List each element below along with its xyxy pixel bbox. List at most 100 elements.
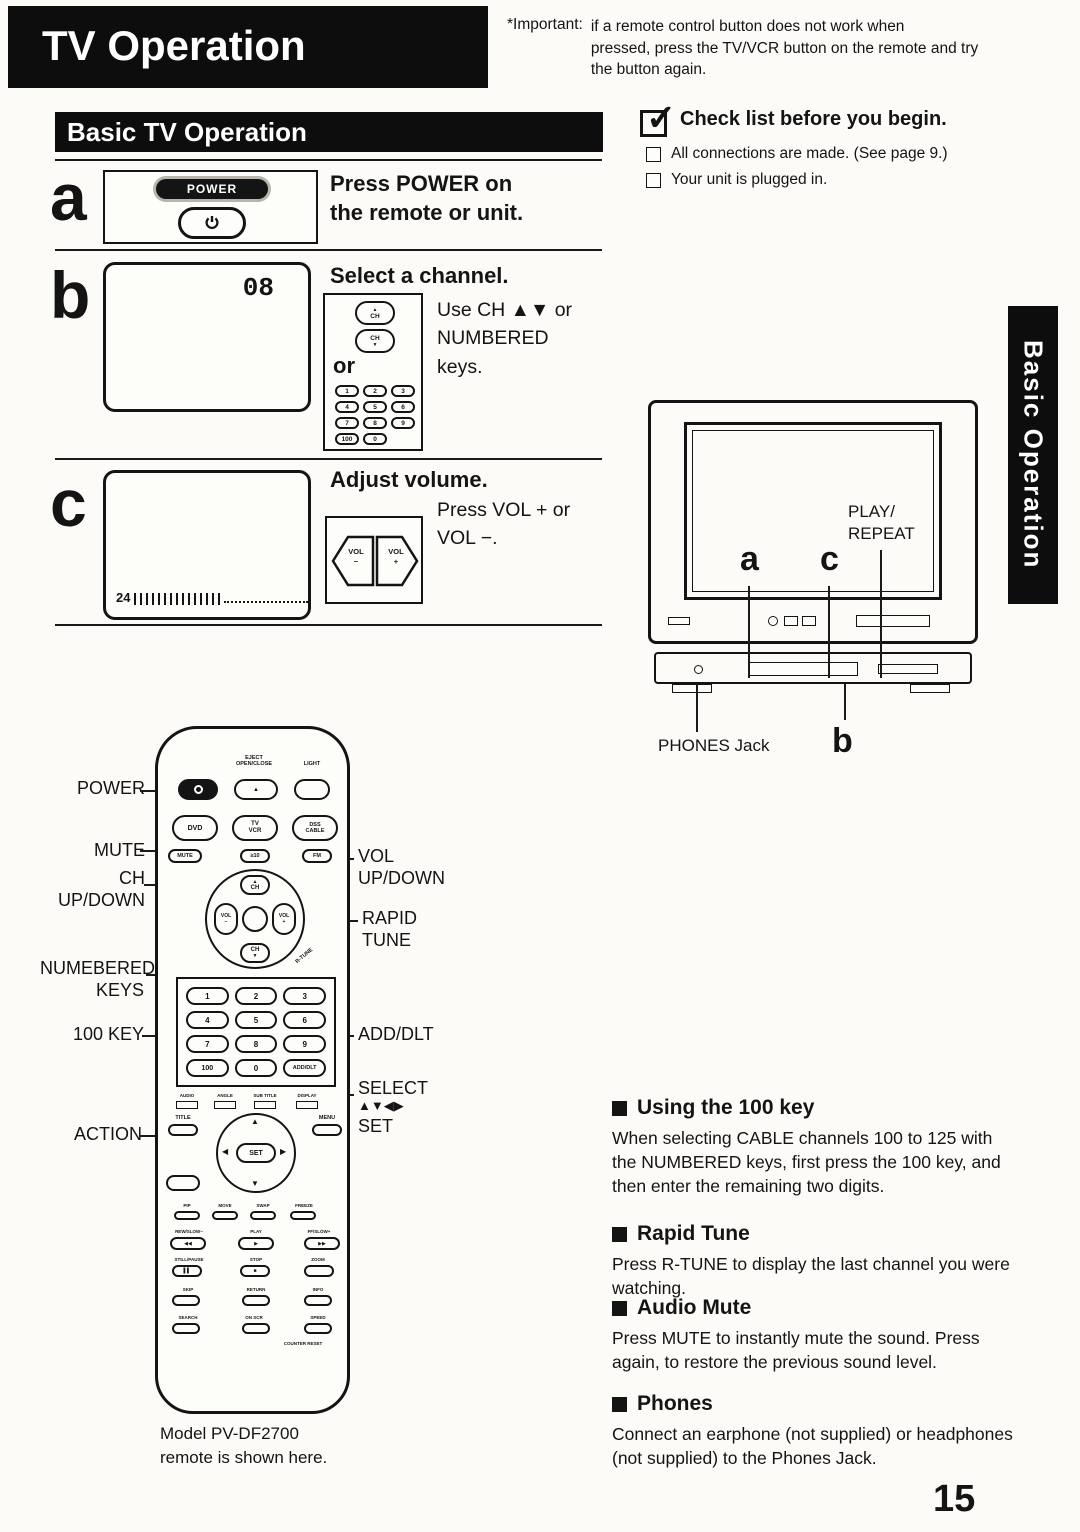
info-section-title: Audio Mute bbox=[637, 1296, 752, 1319]
remote-dvd-key: DVD bbox=[172, 815, 218, 841]
rewind-icon bbox=[184, 1241, 192, 1247]
info-key bbox=[304, 1295, 332, 1306]
remote-light-key bbox=[294, 779, 330, 800]
info-key-label: INFO bbox=[312, 1287, 324, 1292]
section-bar-basic-tv-operation: Basic TV Operation bbox=[55, 112, 603, 152]
section-bullet-icon bbox=[612, 1396, 627, 1412]
divider bbox=[55, 624, 602, 626]
tv-screen-inner bbox=[692, 430, 934, 592]
tv-foot bbox=[672, 684, 712, 693]
pip-key-label: PIP bbox=[183, 1203, 191, 1208]
info-section-using-100-key: Using the 100 key When selecting CABLE c… bbox=[612, 1096, 1014, 1198]
down-arrow-icon bbox=[251, 1179, 259, 1188]
right-arrow-icon bbox=[280, 1147, 286, 1156]
volume-bar-icon bbox=[134, 593, 221, 605]
channel-number: 08 bbox=[242, 273, 274, 303]
remote-callout-vol-updown: VOL UP/DOWN bbox=[358, 846, 445, 888]
info-section-title: Phones bbox=[637, 1392, 713, 1415]
side-tab-basic-operation: Basic Operation bbox=[1008, 306, 1058, 604]
checkbox-empty-icon bbox=[646, 146, 661, 162]
fast-forward-icon bbox=[318, 1241, 326, 1247]
info-section-body: Press MUTE to instantly mute the sound. … bbox=[612, 1328, 980, 1373]
page-number: 15 bbox=[933, 1478, 976, 1520]
remote-eject-key bbox=[234, 779, 278, 800]
info-section-body: Press R-TUNE to display the last channel… bbox=[612, 1254, 1010, 1299]
tv-screen-channel: 08 bbox=[103, 262, 311, 412]
deck-door bbox=[748, 662, 858, 676]
stop-icon bbox=[253, 1268, 256, 1274]
tv-callout-c: c bbox=[814, 540, 845, 579]
checklist-item-label: Your unit is plugged in. bbox=[671, 171, 828, 188]
checklist-item: All connections are made. (See page 9.) bbox=[646, 145, 1050, 163]
speed-key-label: SPEED bbox=[310, 1315, 326, 1320]
important-note: *Important: if a remote control button d… bbox=[507, 16, 1067, 81]
check-mark-icon bbox=[646, 97, 676, 139]
number-key: 100 bbox=[335, 433, 359, 445]
checklist: Check list before you begin. All connect… bbox=[640, 108, 1050, 189]
number-key: 2 bbox=[363, 385, 387, 397]
angle-key-label: ANGLE bbox=[217, 1093, 233, 1098]
number-key: 8 bbox=[363, 417, 387, 429]
still-pause-key bbox=[172, 1265, 202, 1277]
checklist-item: Your unit is plugged in. bbox=[646, 171, 1050, 189]
power-button-graphic: POWER bbox=[103, 170, 318, 244]
zoom-key bbox=[304, 1265, 334, 1277]
ch-up-key: CH bbox=[355, 301, 395, 325]
step-c-body: Press VOL + or VOL −. bbox=[437, 499, 571, 550]
digit-key: 6 bbox=[283, 1011, 326, 1029]
volume-keys-graphic: VOL − VOL + bbox=[325, 516, 423, 604]
remote-dpad bbox=[205, 869, 305, 969]
set-key: SET bbox=[236, 1143, 276, 1163]
down-arrow-icon bbox=[253, 953, 258, 959]
info-section-rapid-tune: Rapid Tune Press R-TUNE to display the l… bbox=[612, 1222, 1014, 1300]
speed-key bbox=[304, 1323, 332, 1334]
step-a-letter: a bbox=[50, 160, 87, 234]
remote-power-key bbox=[178, 779, 218, 800]
or-label: or bbox=[333, 353, 355, 378]
info-section-body: When selecting CABLE channels 100 to 125… bbox=[612, 1128, 1001, 1197]
section-bullet-icon bbox=[612, 1300, 627, 1316]
callout-line bbox=[828, 586, 830, 678]
digit-key: 1 bbox=[186, 987, 229, 1005]
rew-key bbox=[170, 1237, 206, 1250]
step-c-letter: c bbox=[50, 466, 87, 540]
remote-callout-ch-updown: CH UP/DOWN bbox=[58, 868, 145, 910]
ch-label: CH bbox=[370, 334, 380, 342]
info-section-header: Phones bbox=[612, 1392, 1014, 1416]
number-key: 0 bbox=[363, 433, 387, 445]
down-arrow-icon bbox=[373, 342, 378, 348]
still-pause-key-label: STILL/PAUSE bbox=[174, 1257, 204, 1262]
remote-callout-select-arrows: ▲▼◀▶ bbox=[358, 1098, 404, 1113]
step-b-letter: b bbox=[50, 258, 91, 332]
pause-icon bbox=[183, 1268, 190, 1274]
remote-callout-100-key: 100 KEY bbox=[72, 1024, 144, 1044]
skip-key bbox=[172, 1295, 200, 1306]
counter-reset-label: COUNTER RESET bbox=[283, 1341, 323, 1346]
checklist-heading: Check list before you begin. bbox=[680, 108, 947, 130]
number-key: 4 bbox=[335, 401, 359, 413]
volume-osd: 24 bbox=[116, 590, 309, 605]
remote-diagram: POWER MUTE CH UP/DOWN NUMEBERED KEYS 100… bbox=[40, 726, 480, 1486]
channel-keys-graphic: CH CH or 1 2 3 4 5 6 7 8 9 100 0 bbox=[323, 293, 423, 451]
search-key-label: SEARCH bbox=[178, 1315, 198, 1320]
digit-key: 2 bbox=[234, 987, 278, 1005]
remote-number-pad: 1 2 3 4 5 6 7 8 9 100 0 ADD/DLT bbox=[176, 977, 336, 1087]
info-section-body: Connect an earphone (not supplied) or he… bbox=[612, 1424, 1013, 1469]
angle-key bbox=[214, 1101, 236, 1109]
tv-diagram: PLAY/ REPEAT a c b PHONES Jack bbox=[648, 400, 982, 792]
ch-down-key: CH bbox=[355, 329, 395, 353]
left-arrow-icon bbox=[222, 1147, 228, 1156]
step-c-heading: Adjust volume. bbox=[330, 467, 488, 492]
tv-foot bbox=[910, 684, 950, 693]
remote-callout-set: SET bbox=[358, 1116, 394, 1136]
zoom-key-label: ZOOM bbox=[311, 1257, 325, 1262]
number-key: 9 bbox=[391, 417, 415, 429]
pip-key bbox=[174, 1211, 200, 1220]
panel-knob-icon bbox=[768, 616, 778, 626]
power-pill-label: POWER bbox=[156, 179, 268, 199]
page-title: TV Operation bbox=[42, 22, 306, 69]
digit-key: 9 bbox=[283, 1035, 326, 1053]
subtitle-key bbox=[254, 1101, 276, 1109]
ch-label: CH bbox=[370, 312, 380, 320]
stop-key bbox=[240, 1265, 270, 1277]
